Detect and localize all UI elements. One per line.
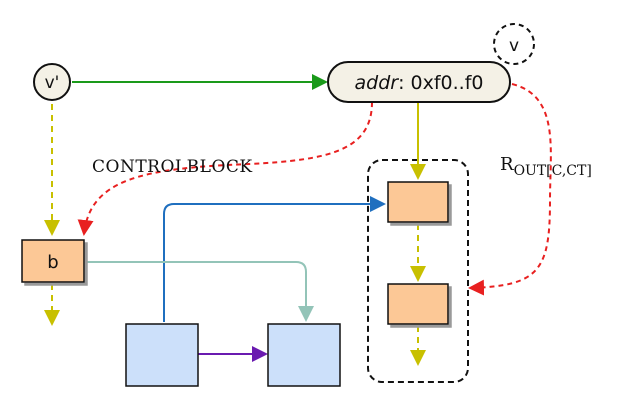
rout-main-text: R [500, 154, 514, 175]
edge-b-to-right-blue [84, 261, 314, 322]
edge-blue-to-top-box [163, 196, 386, 322]
orange-box-bottom [387, 283, 449, 325]
node-addr-label: addr: 0xf0..f0 [355, 72, 484, 94]
blue-box-left [125, 323, 199, 387]
node-addr: addr: 0xf0..f0 [327, 61, 511, 103]
controlblock-label: CONTROLBLOCK [92, 157, 253, 177]
addr-italic-text: addr [355, 72, 400, 94]
node-b-label: b [47, 252, 58, 273]
node-v-prime-label: v' [45, 73, 60, 93]
node-v: v [493, 23, 535, 65]
node-v-prime: v' [33, 63, 71, 101]
blue-box-right [267, 323, 341, 387]
addr-value-text: : 0xf0..f0 [398, 72, 483, 94]
edge-controlblock [77, 101, 373, 236]
rout-label: ROUT[C,CT] [500, 154, 592, 179]
node-v-label: v [509, 36, 519, 56]
edge-rout [468, 83, 552, 296]
node-b: b [21, 239, 85, 283]
rout-subscript-text: OUT[C,CT] [514, 163, 592, 179]
orange-box-top [387, 181, 449, 223]
